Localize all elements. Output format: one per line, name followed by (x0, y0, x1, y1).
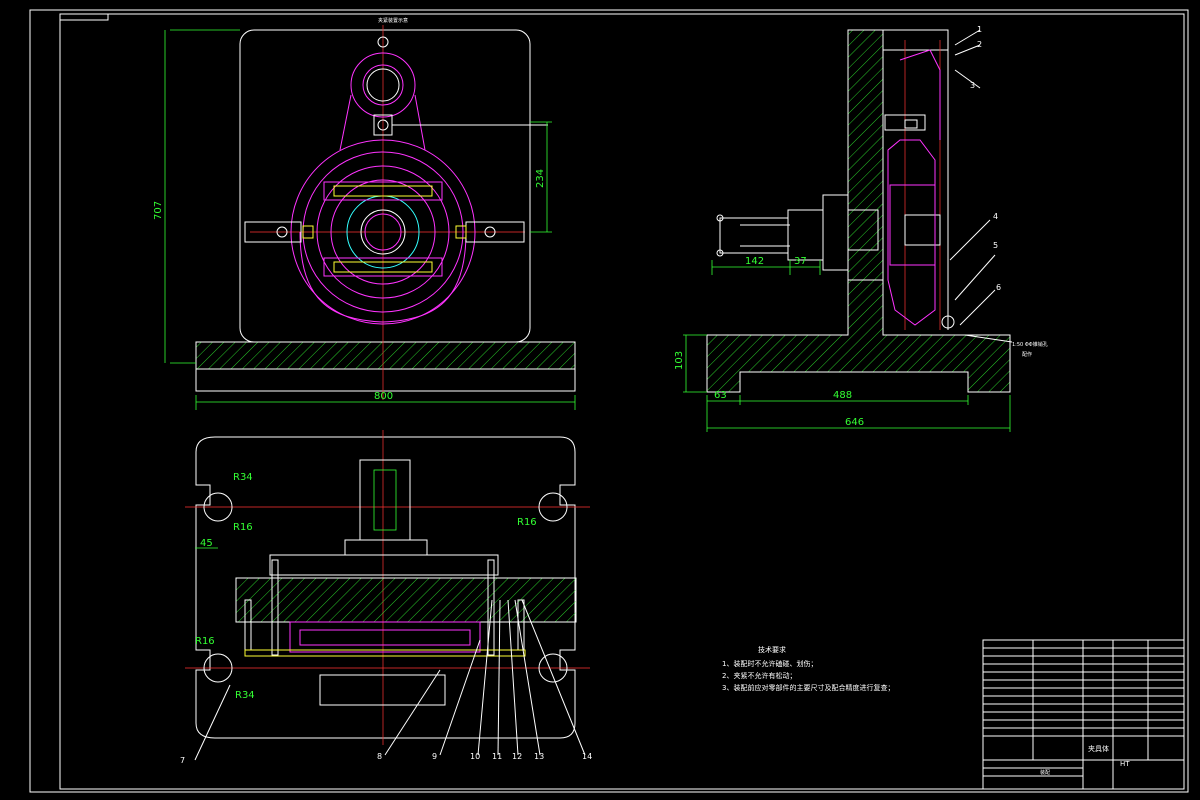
dim-488: 488 (833, 390, 852, 401)
part-label-2: 2 (977, 40, 982, 49)
dim-646: 646 (845, 417, 864, 428)
side-note: 1:50 ΦΦ锥销孔 (1012, 341, 1048, 348)
dim-707: 707 (153, 201, 164, 220)
dim-800: 800 (374, 391, 393, 402)
dim-r34-top: R34 (233, 472, 253, 483)
sheet-corner-tag (59, 13, 109, 21)
dim-45: 45 (200, 538, 213, 549)
part-label-14: 14 (582, 752, 592, 761)
dim-234: 234 (535, 169, 546, 188)
top-plate-hatch (235, 577, 577, 623)
tech-title: 技术要求 (758, 645, 786, 654)
dim-142: 142 (745, 256, 764, 267)
tech-item-1: 1、装配时不允许磕碰、划伤； (722, 659, 817, 668)
side-view: 142 37 103 63 488 646 1 2 3 4 5 6 1:50 Φ… (674, 25, 1048, 432)
front-base-lower (195, 368, 576, 392)
sheet-border-outer (29, 9, 1189, 793)
title-material: HT (1120, 760, 1130, 768)
dim-63: 63 (714, 390, 727, 401)
part-label-12: 12 (512, 752, 522, 761)
part-label-11: 11 (492, 752, 502, 761)
dim-103: 103 (674, 351, 685, 370)
part-label-4: 4 (993, 212, 998, 221)
part-label-10: 10 (470, 752, 480, 761)
dim-r34-bottom: R34 (235, 690, 255, 701)
title-drawing-name: 夹具体 (1088, 744, 1109, 753)
part-label-8: 8 (377, 752, 382, 761)
side-base (706, 279, 1011, 393)
part-label-3: 3 (970, 81, 975, 90)
top-plate (195, 436, 576, 739)
tech-item-2: 2、夹紧不允许有松动； (722, 671, 796, 680)
side-note-2: 配作 (1022, 351, 1032, 358)
tech-requirements: 技术要求 1、装配时不允许磕碰、划伤； 2、夹紧不允许有松动； 3、装配前应对零… (722, 645, 894, 692)
top-view: R34 R16 R16 45 R16 R34 7 8 9 10 11 12 13… (180, 430, 592, 765)
part-label-6: 6 (996, 283, 1001, 292)
tech-item-3: 3、装配前应对零部件的主要尺寸及配合精度进行复查； (722, 683, 894, 692)
dim-37: 37 (794, 256, 807, 267)
title-block: 夹具体 HT 装配 (982, 639, 1185, 790)
front-view: 夹紧装置示意 707 800 234 (153, 17, 576, 410)
part-label-7: 7 (180, 756, 185, 765)
title-stage: 装配 (1040, 769, 1050, 776)
part-label-1: 1 (977, 25, 982, 34)
dim-r16-bottom: R16 (195, 636, 215, 647)
part-label-13: 13 (534, 752, 544, 761)
dim-r16-top: R16 (233, 522, 253, 533)
front-view-title: 夹紧装置示意 (378, 17, 408, 24)
sheet-border-inner (59, 13, 1185, 790)
dim-r16-right: R16 (517, 517, 537, 528)
front-base (195, 341, 576, 370)
part-label-5: 5 (993, 241, 998, 250)
side-column (847, 29, 884, 281)
part-label-9: 9 (432, 752, 437, 761)
